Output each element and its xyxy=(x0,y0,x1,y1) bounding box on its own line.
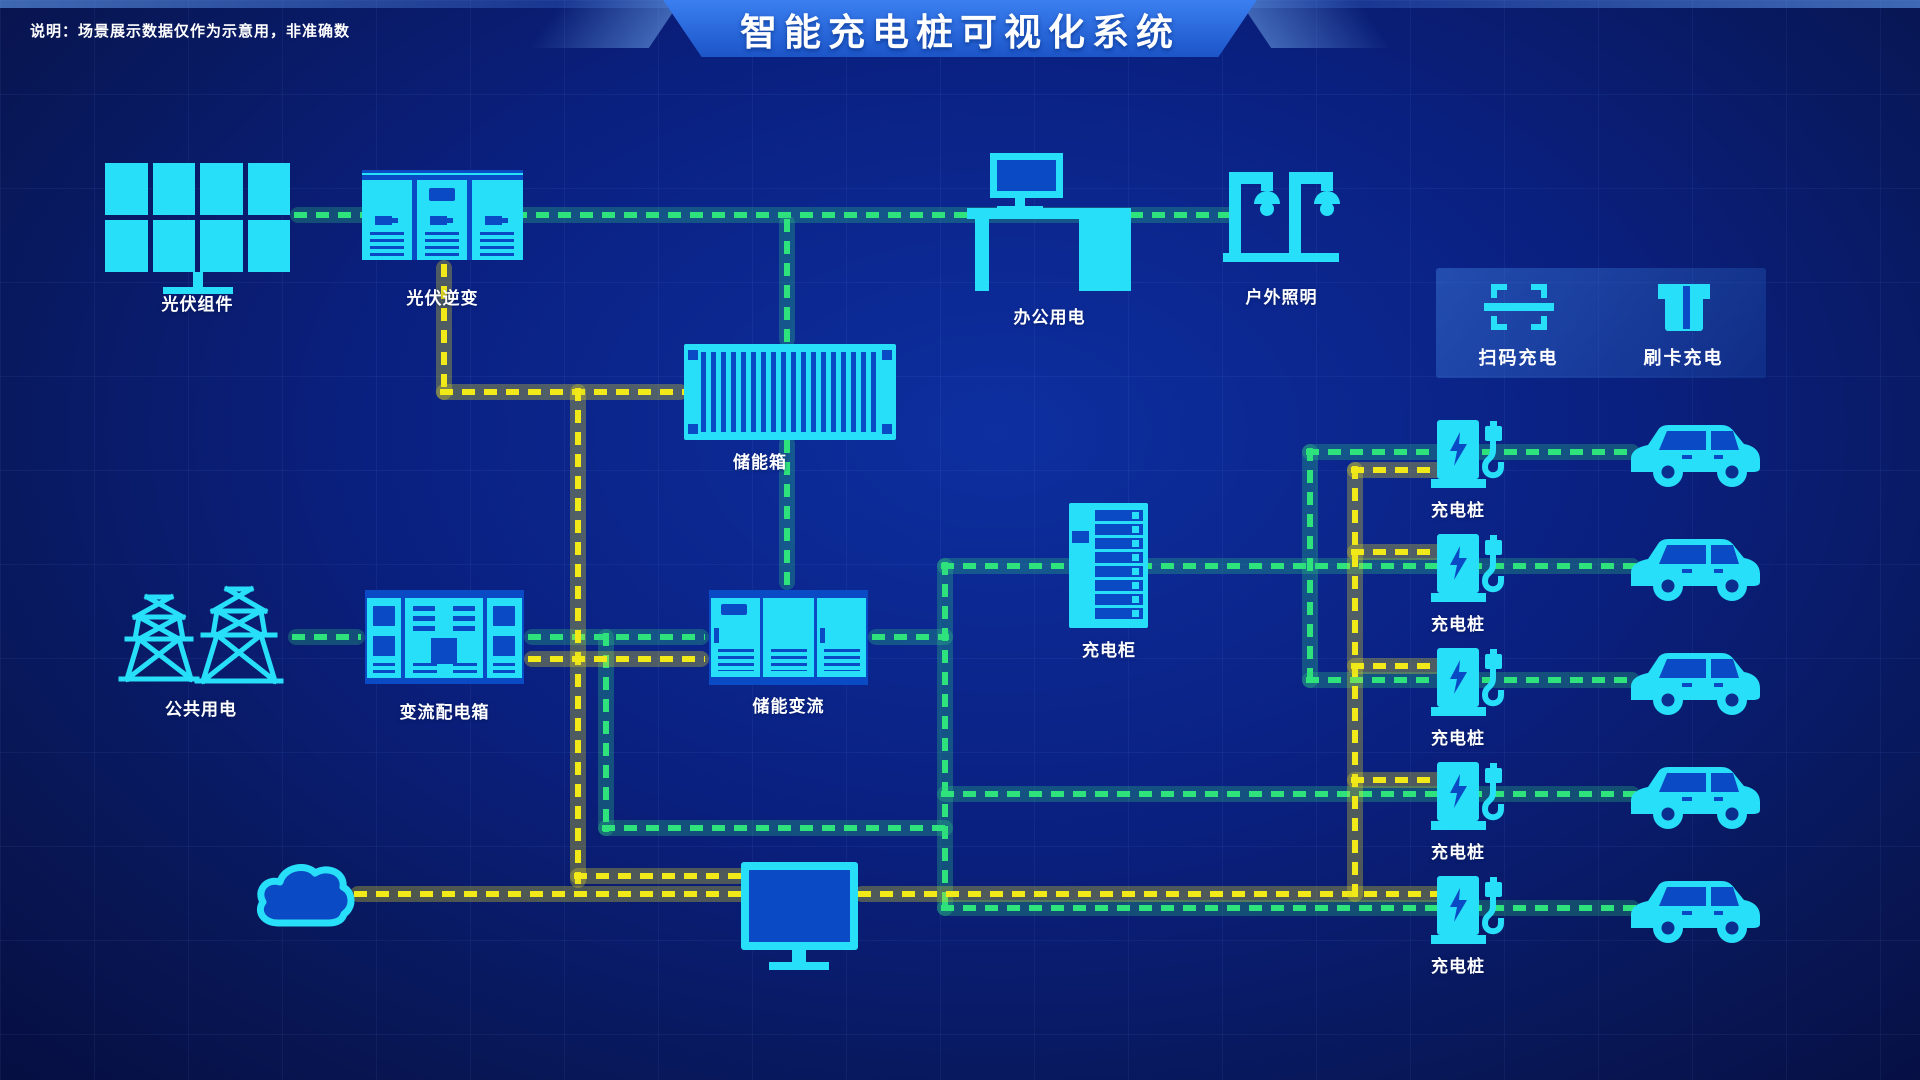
line-green-mid-bus xyxy=(937,558,953,916)
office-desk-icon xyxy=(967,153,1132,303)
pv-inverter-icon xyxy=(362,170,523,260)
page-title: 智能充电桩可视化系统 xyxy=(740,11,1180,53)
line-green-to-cabinet-row2 xyxy=(937,558,1640,574)
line-yellow-cloud-to-monitor xyxy=(350,886,750,902)
line-green-storage-to-converter xyxy=(779,436,795,590)
card-charge-button[interactable]: 刷卡充电 xyxy=(1601,268,1766,378)
line-yellow-to-storage xyxy=(436,384,688,400)
card-swipe-icon xyxy=(1658,284,1710,332)
charging-cabinet-label: 充电柜 xyxy=(1082,641,1136,660)
charging-gun-icon xyxy=(1481,421,1504,479)
storage-converter-label: 储能变流 xyxy=(752,697,825,716)
outdoor-lighting-icon xyxy=(1223,172,1340,264)
line-yellow-distbox-to-converter xyxy=(524,651,709,667)
charging-cabinet-icon xyxy=(1069,503,1148,628)
line-yellow-monitor-to-row5 xyxy=(854,886,1460,902)
pv-inverter-label: 光伏逆变 xyxy=(406,289,479,308)
charging-gun-icon xyxy=(1481,763,1504,821)
pile-label: 充电桩 xyxy=(1431,957,1485,976)
distribution-box-icon xyxy=(365,590,524,684)
scan-code-icon xyxy=(1484,284,1554,330)
charge-ops-panel: 扫码充电 刷卡充电 xyxy=(1436,268,1766,378)
solar-cells xyxy=(105,163,290,272)
storage-box-label: 储能箱 xyxy=(733,453,787,472)
title-banner: 智能充电桩可视化系统 xyxy=(663,0,1257,57)
line-green-converter-out xyxy=(868,629,953,645)
line-green-row5 xyxy=(937,900,1640,916)
charging-pile-icon xyxy=(1431,420,1511,490)
lightning-bolt-icon xyxy=(1450,432,1467,466)
line-green-grid-to-distbox xyxy=(288,629,365,645)
solar-label: 光伏组件 xyxy=(161,295,234,314)
scan-charge-button[interactable]: 扫码充电 xyxy=(1436,268,1601,378)
storage-box-icon xyxy=(684,344,896,440)
charging-pile-icon xyxy=(1431,534,1511,604)
line-green-row4 xyxy=(937,786,1640,802)
line-green-to-storage-top xyxy=(779,215,795,347)
charging-gun-icon xyxy=(1481,535,1504,593)
pile-label: 充电桩 xyxy=(1431,843,1485,862)
line-green-branch-down xyxy=(598,629,614,836)
card-charge-label: 刷卡充电 xyxy=(1643,348,1724,368)
ev-car-icon xyxy=(1622,878,1766,944)
charging-pile-icon xyxy=(1431,648,1511,718)
line-green-branch-join xyxy=(598,820,953,836)
control-monitor-icon xyxy=(741,862,858,972)
line-yellow-row4 xyxy=(1347,772,1445,788)
desk-drawers xyxy=(1079,219,1131,291)
ev-car-icon xyxy=(1622,536,1766,602)
power-grid-towers-icon xyxy=(117,583,285,687)
ev-car-icon xyxy=(1622,422,1766,488)
lightning-bolt-icon xyxy=(1450,546,1467,580)
street-lamp-icon xyxy=(1289,172,1340,253)
line-green-distbox-to-converter xyxy=(524,629,709,645)
line-yellow-long-vertical xyxy=(570,384,586,888)
disclaimer-note: 说明：场景展示数据仅作为示意用，非准确数 xyxy=(30,23,351,40)
line-yellow-row1 xyxy=(1347,462,1445,478)
charging-pile-icon xyxy=(1431,876,1511,946)
line-yellow-to-monitor-upper xyxy=(570,868,750,884)
line-yellow-row3 xyxy=(1347,658,1445,674)
charging-pile-icon xyxy=(1431,762,1511,832)
lighting-label: 户外照明 xyxy=(1245,288,1318,307)
scan-charge-label: 扫码充电 xyxy=(1478,348,1559,368)
lightning-bolt-icon xyxy=(1450,660,1467,694)
solar-panel-icon xyxy=(105,163,290,295)
lightning-bolt-icon xyxy=(1450,888,1467,922)
line-yellow-row2 xyxy=(1347,544,1445,560)
pile-label: 充电桩 xyxy=(1431,615,1485,634)
grid-power-label: 公共用电 xyxy=(165,700,237,719)
line-yellow-right-bus xyxy=(1347,462,1363,902)
distribution-box-label: 变流配电箱 xyxy=(399,703,490,722)
storage-converter-icon xyxy=(709,590,868,685)
monitor-icon xyxy=(990,153,1063,198)
line-yellow-inverter-down xyxy=(436,260,452,400)
pile-label: 充电桩 xyxy=(1431,501,1485,520)
charging-gun-icon xyxy=(1481,877,1504,935)
office-label: 办公用电 xyxy=(1013,308,1086,327)
line-green-right-bus xyxy=(1302,444,1318,688)
cloud-icon xyxy=(251,858,357,932)
charging-gun-icon xyxy=(1481,649,1504,707)
ev-car-icon xyxy=(1622,650,1766,716)
street-lamp-icon xyxy=(1229,172,1280,253)
lightning-bolt-icon xyxy=(1450,774,1467,808)
pile-label: 充电桩 xyxy=(1431,729,1485,748)
ev-car-icon xyxy=(1622,764,1766,830)
